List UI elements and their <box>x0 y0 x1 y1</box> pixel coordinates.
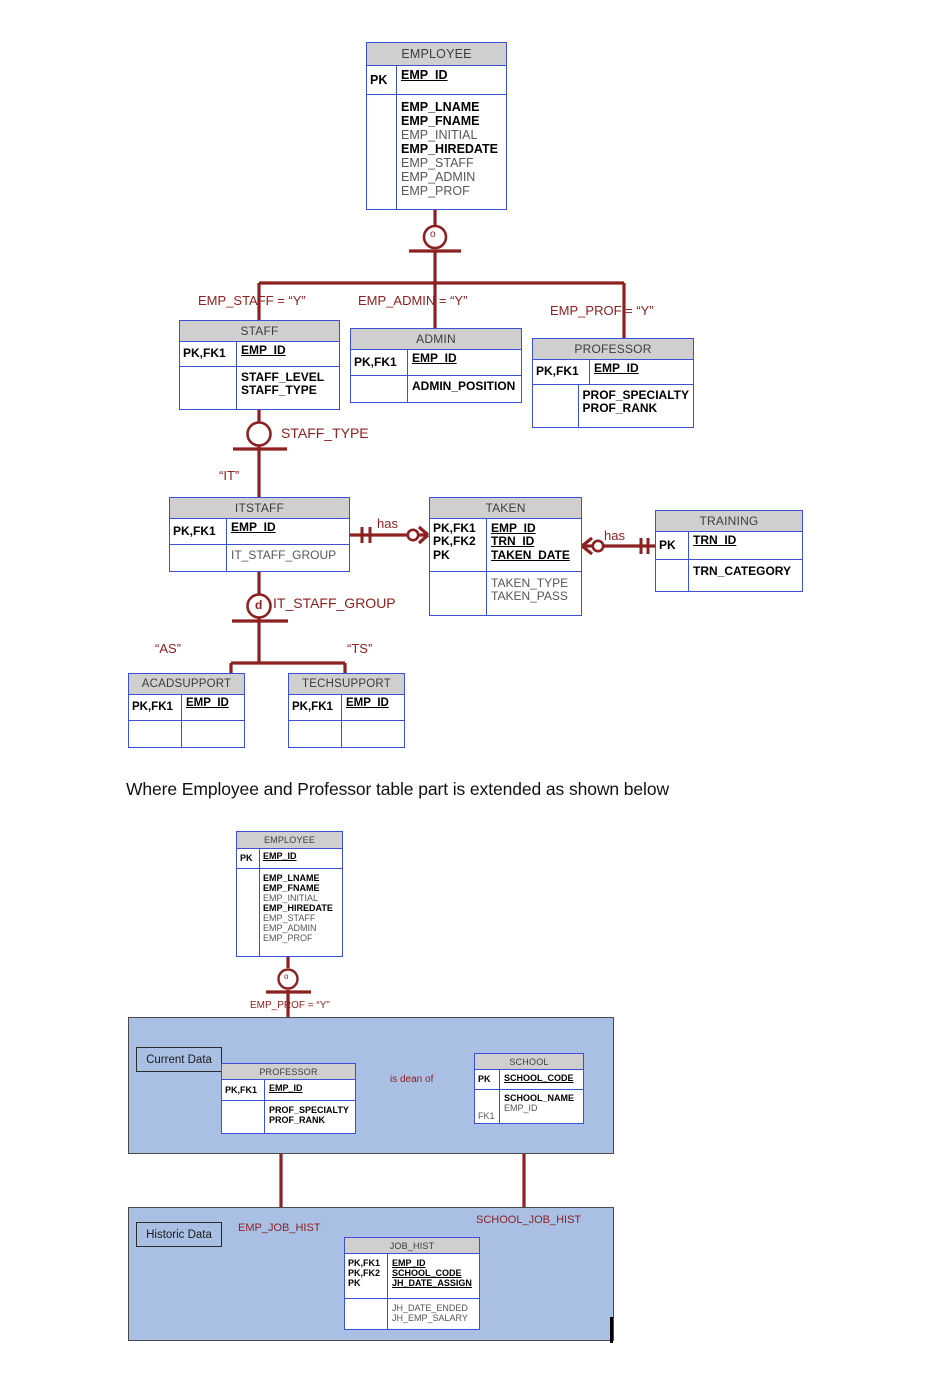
pk-attributes: EMP_ID <box>401 68 448 82</box>
label-ts-value: “TS” <box>347 641 373 656</box>
entity-employee-extended[interactable]: EMPLOYEE PK EMP_ID EMP_LNAME EMP_FNAME E… <box>236 831 343 957</box>
attributes: EMP_LNAME EMP_FNAME EMP_INITIAL EMP_HIRE… <box>401 100 499 198</box>
key-column <box>180 367 237 410</box>
subtype-symbol-itstaff: d <box>255 598 263 612</box>
pk-attributes: EMP_ID <box>412 351 457 365</box>
entity-title: JOB_HIST <box>345 1238 479 1254</box>
key-column: PK <box>367 66 397 94</box>
attributes <box>182 721 244 748</box>
entity-title: TRAINING <box>656 511 802 532</box>
label-it-staff-group-discriminator: IT_STAFF_GROUP <box>273 595 396 611</box>
entity-title: ADMIN <box>351 329 521 350</box>
key-column: FK1 <box>475 1090 500 1124</box>
entity-training[interactable]: TRAINING PK TRN_ID TRN_CATEGORY <box>655 510 803 592</box>
subtype-symbol-employee: o <box>430 229 436 240</box>
entity-title: PROFESSOR <box>533 339 693 360</box>
attributes: ADMIN_POSITION <box>412 379 516 393</box>
label-emp-admin-condition: EMP_ADMIN = “Y” <box>358 293 468 308</box>
entity-title: SCHOOL <box>475 1054 583 1070</box>
pk-attributes: EMP_ID <box>594 361 639 375</box>
entity-title: TAKEN <box>430 498 581 519</box>
entity-acadsupport[interactable]: ACADSUPPORT PK,FK1 EMP_ID <box>128 673 245 748</box>
key-column <box>533 385 579 428</box>
entity-title: PROFESSOR <box>222 1064 355 1080</box>
attributes: PROF_SPECIALTY PROF_RANK <box>269 1105 349 1126</box>
pk-attributes: EMP_ID <box>231 520 276 534</box>
key-column: PK,FK1 <box>180 342 237 366</box>
key-column: PK <box>656 532 689 559</box>
key-column: PK,FK1 <box>170 519 227 544</box>
label-staff-type-discriminator: STAFF_TYPE <box>281 425 369 441</box>
key-column <box>289 721 342 748</box>
pk-attributes: EMP_ID <box>263 851 297 861</box>
entity-job-hist[interactable]: JOB_HIST PK,FK1 PK,FK2 PK EMP_ID SCHOOL_… <box>344 1237 480 1330</box>
key-column: PK,FK1 <box>351 350 408 375</box>
label-emp-prof-condition: EMP_PROF = “Y” <box>550 303 654 318</box>
label-emp-staff-condition: EMP_STAFF = “Y” <box>198 293 306 308</box>
key-column: PK,FK1 <box>289 695 342 720</box>
attributes <box>342 721 404 748</box>
pk-attributes: EMP_ID TRN_ID TAKEN_DATE <box>491 521 570 562</box>
pk-attributes: EMP_ID <box>241 343 286 357</box>
section-caption: Where Employee and Professor table part … <box>126 779 670 799</box>
entity-title: ACADSUPPORT <box>129 674 244 695</box>
attributes: PROF_SPECIALTY PROF_RANK <box>582 388 689 416</box>
entity-school[interactable]: SCHOOL PK SCHOOL_CODE FK1 SCHOOL_NAME EM… <box>474 1053 584 1124</box>
pk-attributes: EMP_ID SCHOOL_CODE JH_DATE_ASSIGN <box>392 1258 472 1289</box>
panel-label-historic-data: Historic Data <box>136 1222 222 1247</box>
key-column <box>430 572 487 616</box>
key-column: PK,FK1 <box>129 695 182 720</box>
panel-label-current-data: Current Data <box>136 1047 222 1072</box>
entity-title: EMPLOYEE <box>367 43 506 66</box>
entity-itstaff[interactable]: ITSTAFF PK,FK1 EMP_ID IT_STAFF_GROUP <box>169 497 350 572</box>
entity-professor[interactable]: PROFESSOR PK,FK1 EMP_ID PROF_SPECIALTY P… <box>532 338 694 428</box>
label-it-value: “IT” <box>219 468 240 483</box>
pk-attributes: TRN_ID <box>693 533 737 547</box>
entity-title: STAFF <box>180 321 339 342</box>
key-column <box>129 721 182 748</box>
attributes: TAKEN_TYPE TAKEN_PASS <box>491 576 569 604</box>
key-column <box>222 1101 265 1134</box>
key-column: PK <box>475 1070 500 1089</box>
text-cursor <box>610 1317 613 1343</box>
key-column: PK,FK1 PK,FK2 PK <box>430 519 487 571</box>
subtype-symbol-employee-extended: o <box>284 972 289 981</box>
label-has-taken-training: has <box>604 528 625 543</box>
label-as-value: “AS” <box>155 641 181 656</box>
entity-professor-extended[interactable]: PROFESSOR PK,FK1 EMP_ID PROF_SPECIALTY P… <box>221 1063 356 1134</box>
entity-title: EMPLOYEE <box>237 832 342 849</box>
label-is-dean-of: is dean of <box>390 1074 434 1085</box>
label-emp-job-hist: EMP_JOB_HIST <box>238 1222 321 1234</box>
entity-admin[interactable]: ADMIN PK,FK1 EMP_ID ADMIN_POSITION <box>350 328 522 403</box>
key-column: PK,FK1 PK,FK2 PK <box>345 1254 388 1298</box>
key-column: PK,FK1 <box>222 1080 265 1100</box>
pk-attributes: SCHOOL_CODE <box>504 1073 574 1083</box>
key-column <box>237 869 260 957</box>
entity-staff[interactable]: STAFF PK,FK1 EMP_ID STAFF_LEVEL STAFF_TY… <box>179 320 340 410</box>
attributes: STAFF_LEVEL STAFF_TYPE <box>241 370 325 398</box>
attributes: EMP_LNAME EMP_FNAME EMP_INITIAL EMP_HIRE… <box>263 873 333 944</box>
key-column <box>170 545 227 572</box>
attributes: JH_DATE_ENDED JH_EMP_SALARY <box>392 1303 468 1324</box>
label-emp-prof-condition-extended: EMP_PROF = “Y” <box>250 1000 330 1011</box>
label-school-job-hist: SCHOOL_JOB_HIST <box>476 1214 582 1226</box>
label-has-itstaff-taken: has <box>377 516 398 531</box>
key-column: PK,FK1 <box>533 360 590 384</box>
entity-techsupport[interactable]: TECHSUPPORT PK,FK1 EMP_ID <box>288 673 405 748</box>
entity-title: ITSTAFF <box>170 498 349 519</box>
attributes: IT_STAFF_GROUP <box>231 548 337 562</box>
pk-attributes: EMP_ID <box>186 697 229 709</box>
entity-title: TECHSUPPORT <box>289 674 404 695</box>
key-column: PK <box>237 849 260 868</box>
pk-attributes: EMP_ID <box>346 697 389 709</box>
attributes: TRN_CATEGORY <box>693 564 792 578</box>
entity-employee[interactable]: EMPLOYEE PK EMP_ID EMP_LNAME EMP_FNAME E… <box>366 42 507 210</box>
key-column <box>367 95 397 210</box>
key-column <box>656 560 689 591</box>
pk-attributes: EMP_ID <box>269 1083 303 1093</box>
entity-taken[interactable]: TAKEN PK,FK1 PK,FK2 PK EMP_ID TRN_ID TAK… <box>429 497 582 616</box>
key-column <box>345 1299 388 1330</box>
key-column <box>351 376 408 403</box>
attributes: SCHOOL_NAME EMP_ID <box>504 1093 575 1114</box>
